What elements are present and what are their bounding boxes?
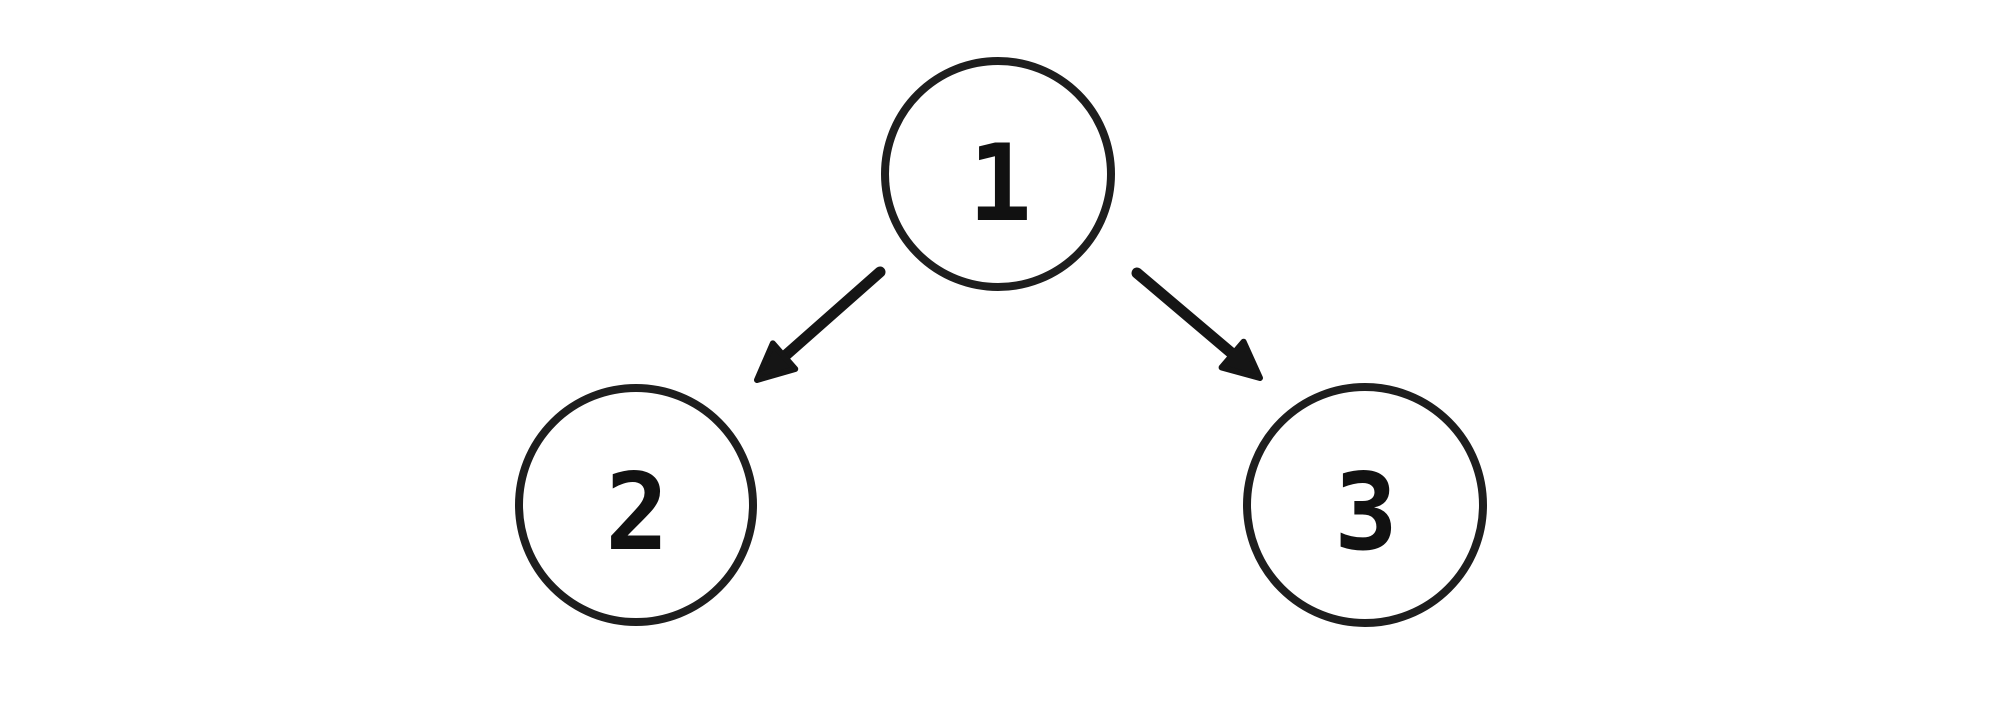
edge-1-to-3-line [1131, 267, 1241, 362]
node-2-label: 2 [605, 451, 669, 574]
edge-1-to-2-arrowhead-outline-icon [754, 340, 799, 383]
node-3-label: 3 [1334, 451, 1398, 574]
node-3-circle [1243, 383, 1487, 627]
edge-1-to-3 [1131, 267, 1263, 381]
node-1-label: 1 [968, 122, 1032, 245]
edge-1-to-3-arrowhead-outline-icon [1218, 338, 1263, 381]
node-2-circle [515, 384, 757, 626]
node-1-circle [881, 57, 1115, 291]
edge-1-to-2 [754, 266, 886, 383]
edge-1-to-2-line [780, 266, 886, 361]
